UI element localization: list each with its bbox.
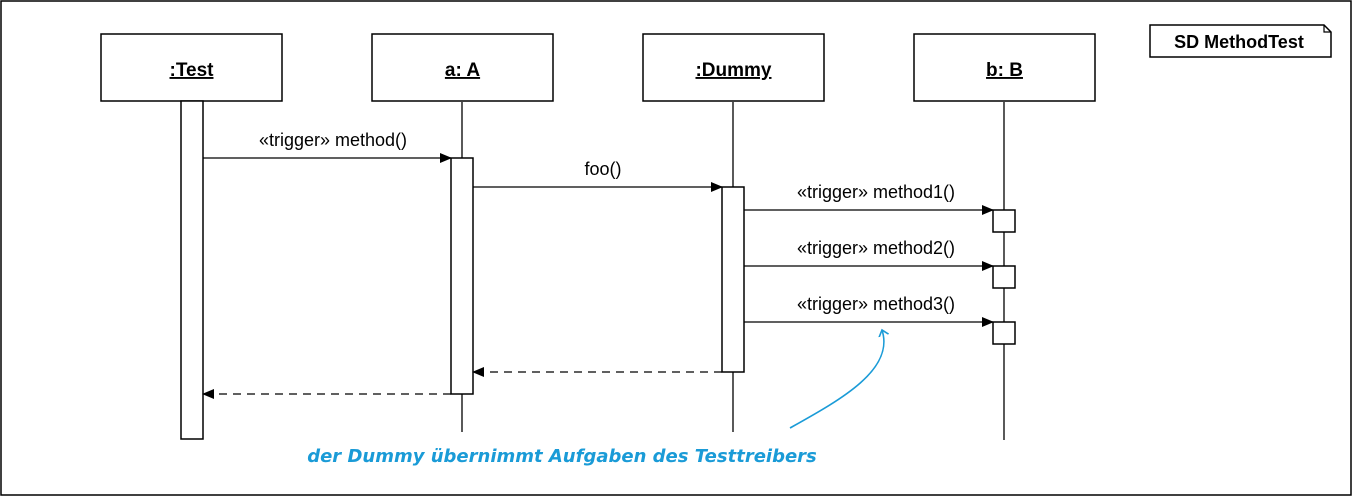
frame-label: SD MethodTest <box>1174 32 1304 52</box>
lifeline-label-b: b: B <box>986 60 1023 81</box>
message-label-method: «trigger» method() <box>259 130 407 150</box>
lifeline-label-test: :Test <box>170 60 215 81</box>
frame-label-box: SD MethodTest <box>1149 24 1332 58</box>
lifeline-b: b: B <box>913 33 1096 102</box>
message-method: «trigger» method() <box>203 130 452 163</box>
message-foo: foo() <box>473 159 723 192</box>
activation-b-3 <box>992 321 1016 345</box>
lifeline-a: a: A <box>371 33 554 102</box>
message-label-method2: «trigger» method2() <box>797 238 955 258</box>
message-method2: «trigger» method2() <box>744 238 994 271</box>
annotation-text: der Dummy übernimmt Aufgaben des Testtre… <box>307 446 817 467</box>
message-method3: «trigger» method3() <box>744 294 994 327</box>
lifeline-label-dummy: :Dummy <box>695 60 771 81</box>
activation-b-2 <box>992 265 1016 289</box>
message-method1: «trigger» method1() <box>744 182 994 215</box>
message-label-method1: «trigger» method1() <box>797 182 955 202</box>
activation-b-1 <box>992 209 1016 233</box>
lifeline-test: :Test <box>100 33 283 102</box>
activation-test <box>180 100 204 440</box>
message-label-foo: foo() <box>584 159 621 179</box>
lifeline-dummy: :Dummy <box>642 33 825 102</box>
activation-dummy <box>721 186 745 373</box>
message-label-method3: «trigger» method3() <box>797 294 955 314</box>
annotation-arrow <box>789 330 884 429</box>
activation-a <box>450 157 474 395</box>
lifeline-label-a: a: A <box>445 60 480 81</box>
